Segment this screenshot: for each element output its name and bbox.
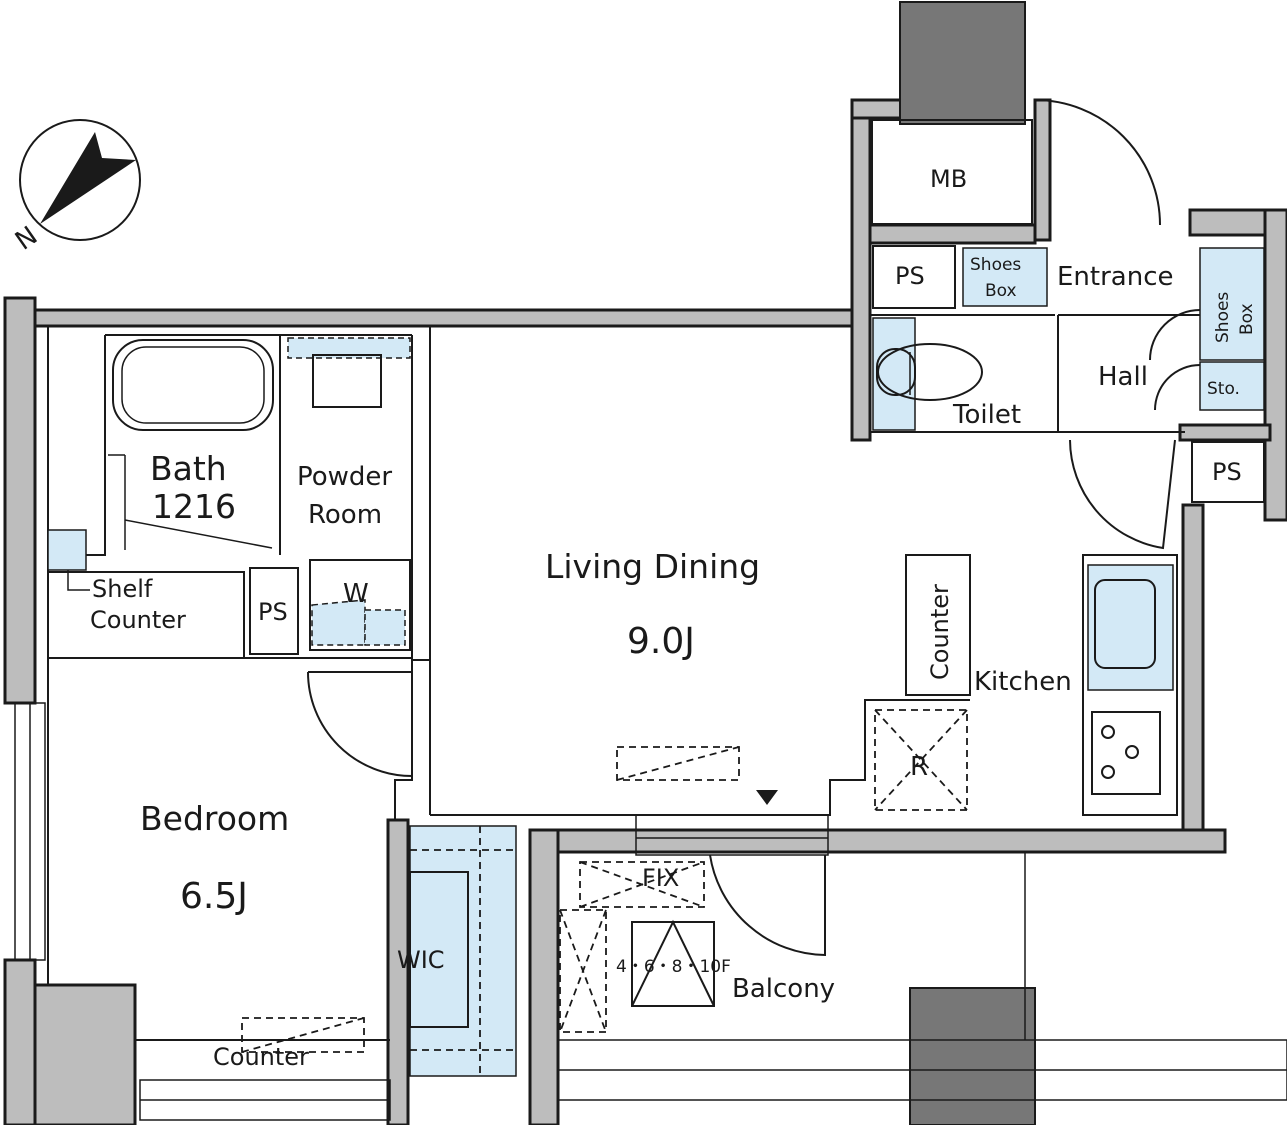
entrance-marker-icon	[756, 790, 778, 805]
label-fix: FIX	[642, 864, 679, 892]
label-shoes-left-1: Shoes	[970, 255, 1021, 275]
door-hall-2	[1154, 364, 1201, 411]
wic-shelf	[409, 871, 469, 1028]
shelf-counter-sink	[47, 529, 87, 571]
stove	[1091, 711, 1161, 795]
label-bedroom-size: 6.5J	[180, 876, 248, 917]
bedroom-counter-box	[241, 1017, 365, 1053]
column-top	[899, 1, 1026, 125]
partition-bath-left	[48, 335, 106, 556]
bathtub-inner	[121, 346, 265, 424]
ps-top-box	[872, 245, 956, 309]
compass-label: N	[10, 221, 43, 257]
label-bedroom: Bedroom	[140, 799, 289, 838]
shelf-counter	[47, 571, 245, 659]
doors	[307, 99, 1201, 957]
ld-dashed-box	[616, 746, 740, 781]
vanity-sink	[312, 354, 382, 408]
wall-top	[31, 308, 870, 328]
windows	[14, 702, 1287, 1121]
label-shelf-2: Counter	[90, 606, 186, 634]
kitchen-sink-wet	[1087, 564, 1174, 691]
label-bath-size: 1216	[152, 487, 236, 526]
wall-bedroom-lower	[386, 818, 410, 1125]
wall-bottom-left	[33, 983, 137, 1125]
counter-kitchen-box	[905, 554, 971, 696]
label-hall: Hall	[1098, 362, 1148, 392]
label-shoes-right-1: Shoes	[1213, 292, 1233, 343]
wall-right	[1263, 208, 1287, 522]
storage-box	[1199, 361, 1265, 411]
label-refrigerator: R	[910, 752, 928, 782]
kitchen-sink	[1094, 579, 1156, 669]
wall-right-top	[1188, 208, 1272, 237]
compass-circle	[19, 119, 141, 241]
door-entrance	[1034, 99, 1161, 226]
mb-box	[871, 119, 1033, 225]
toilet-wet	[872, 317, 916, 431]
toilet-tank	[876, 348, 916, 396]
wall-left-upper	[3, 296, 37, 705]
washer-pan	[311, 599, 366, 646]
label-bath: Bath	[150, 449, 227, 488]
partition-powder-right	[411, 335, 430, 661]
label-living-dining-size: 9.0J	[627, 621, 695, 662]
partition-bedroom-right	[394, 660, 413, 820]
label-shoes-left-2: Box	[985, 281, 1017, 301]
wall-left-lower	[3, 958, 37, 1125]
fixtures	[47, 119, 1265, 1077]
label-ps-top: PS	[895, 262, 925, 290]
ps-right-box	[1191, 441, 1265, 503]
stove-burner-icon	[1101, 725, 1139, 779]
label-storage: Sto.	[1207, 379, 1240, 399]
label-floors: 4・6・8・10F	[616, 957, 731, 977]
label-powder-1: Powder	[297, 462, 392, 492]
washer-area	[309, 559, 411, 651]
labels: Living Dining 9.0J Bedroom 6.5J Bath 121…	[90, 165, 1257, 1071]
shoes-box-left	[962, 247, 1048, 307]
label-ps-right: PS	[1212, 458, 1242, 486]
wall-entrance-left	[1033, 98, 1052, 242]
door-hall	[1149, 309, 1201, 361]
wall-right-kitchen	[1181, 503, 1205, 832]
window-ld-bottom	[635, 814, 829, 856]
label-toilet: Toilet	[952, 400, 1021, 430]
label-counter-kitchen: Counter	[926, 584, 954, 680]
door-toilet	[1069, 439, 1176, 550]
label-wic: WIC	[397, 946, 445, 974]
door-bedroom	[307, 671, 413, 777]
wic-wet	[409, 825, 517, 1077]
wall-core-left	[850, 98, 872, 442]
label-kitchen: Kitchen	[974, 667, 1072, 697]
label-mb: MB	[930, 165, 967, 193]
wall-mb-bottom	[868, 223, 1037, 245]
label-entrance: Entrance	[1057, 262, 1174, 292]
compass: N	[10, 119, 141, 257]
kitchen-counter	[1082, 554, 1178, 816]
ps-left-box	[249, 567, 299, 655]
compass-arrow-icon	[40, 132, 136, 224]
label-ps-left: PS	[258, 598, 288, 626]
vanity	[287, 337, 411, 359]
door-balcony	[709, 854, 826, 957]
fix-box	[579, 861, 705, 908]
label-counter-bedroom: Counter	[213, 1043, 309, 1071]
label-shoes-right-2: Box	[1237, 303, 1257, 335]
label-shelf-1: Shelf	[92, 575, 153, 603]
label-washer: W	[343, 579, 369, 609]
wall-hall-bottom	[1178, 423, 1272, 442]
bathtub	[112, 339, 274, 431]
shoes-box-right	[1199, 247, 1265, 361]
wall-balcony-left	[528, 828, 560, 1125]
label-balcony: Balcony	[732, 974, 835, 1004]
label-powder-2: Room	[308, 500, 382, 530]
wall-core-top	[850, 98, 904, 120]
label-living-dining: Living Dining	[545, 547, 760, 586]
column-bottom	[909, 987, 1036, 1125]
wall-balcony-top	[528, 828, 1227, 854]
